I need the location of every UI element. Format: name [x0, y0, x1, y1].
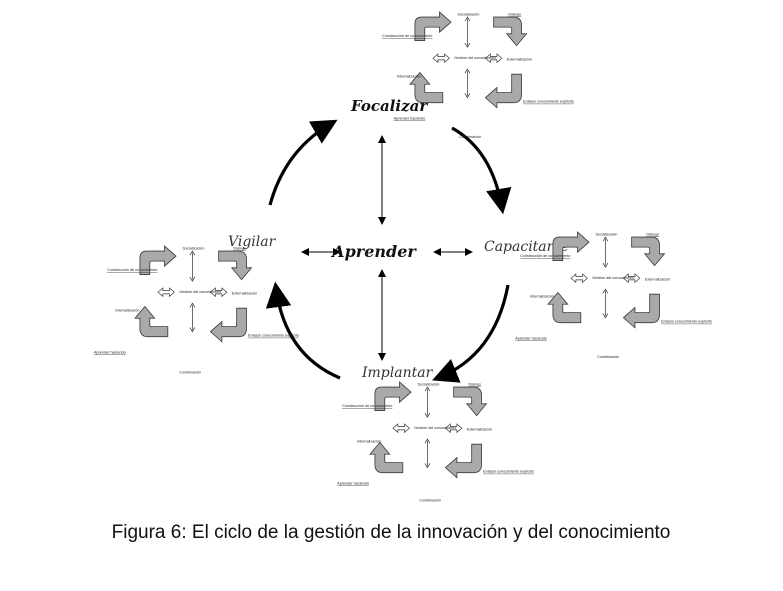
svg-text:Aprender haciendo: Aprender haciendo: [394, 116, 426, 120]
svg-text:Diálogo: Diálogo: [646, 232, 659, 236]
svg-text:Construcción de conocimiento: Construcción de conocimiento: [107, 268, 157, 272]
svg-text:Gestión del conocimiento: Gestión del conocimiento: [179, 290, 221, 294]
mini-cycle-vigilar: Socialización Diálogo Construcción de co…: [94, 245, 299, 375]
svg-text:Internalización: Internalización: [397, 74, 421, 78]
svg-text:Construcción de conocimiento: Construcción de conocimiento: [520, 254, 570, 258]
svg-text:Diálogo: Diálogo: [508, 12, 521, 16]
svg-text:Internalización: Internalización: [530, 294, 554, 298]
svg-text:Combinación: Combinación: [419, 498, 441, 502]
svg-text:Externalización: Externalización: [467, 428, 492, 432]
svg-text:Combinación: Combinación: [597, 355, 619, 359]
svg-text:Diálogo: Diálogo: [233, 246, 246, 250]
stage-label-focalizar: Focalizar: [350, 97, 428, 115]
center-label-aprender: Aprender: [330, 242, 417, 261]
mini-cycle-implantar: Socialización Diálogo Construcción de co…: [337, 381, 534, 502]
svg-text:Socialización: Socialización: [458, 12, 480, 16]
stage-label-capacitarse: Capacitarse: [484, 239, 569, 255]
svg-text:Enlazar conocimiento explícito: Enlazar conocimiento explícito: [661, 320, 712, 324]
mini-cycle-focalizar: Socialización Diálogo Construcción de co…: [382, 11, 574, 139]
svg-text:Gestión del conocimiento: Gestión del conocimiento: [454, 56, 496, 60]
stage-label-implantar: Implantar: [361, 365, 434, 381]
mini-cycle-capacitarse: Socialización Diálogo Construcción de co…: [515, 231, 712, 359]
svg-text:Externalización: Externalización: [645, 278, 670, 282]
svg-text:Diálogo: Diálogo: [468, 382, 481, 386]
svg-text:Construcción de conocimiento: Construcción de conocimiento: [382, 34, 432, 38]
svg-text:Externalización: Externalización: [232, 292, 257, 296]
svg-text:Gestión del conocimiento: Gestión del conocimiento: [414, 426, 456, 430]
cycle-arrow-vigilar-to-focalizar: [268, 119, 338, 206]
svg-text:Combinación: Combinación: [459, 135, 481, 139]
svg-text:Externalización: Externalización: [507, 58, 532, 62]
svg-text:Combinación: Combinación: [179, 371, 201, 375]
cycle-arrow-implantar-to-vigilar: [265, 281, 341, 380]
svg-text:Internalización: Internalización: [357, 439, 381, 443]
cycle-arrow-focalizar-to-capacitarse: [451, 126, 512, 215]
svg-text:Construcción de conocimiento: Construcción de conocimiento: [342, 404, 392, 408]
figure-caption: Figura 6: El ciclo de la gestión de la i…: [112, 522, 671, 543]
svg-text:Aprender haciendo: Aprender haciendo: [515, 336, 547, 340]
svg-text:Aprender haciendo: Aprender haciendo: [94, 350, 126, 354]
svg-text:Enlazar conocimiento explícito: Enlazar conocimiento explícito: [483, 470, 534, 474]
svg-text:Socialización: Socialización: [183, 246, 205, 250]
cycle-arrow-capacitarse-to-implantar: [432, 284, 510, 383]
svg-text:Internalización: Internalización: [115, 308, 139, 312]
svg-text:Gestión del conocimiento: Gestión del conocimiento: [592, 276, 634, 280]
svg-text:Aprender haciendo: Aprender haciendo: [337, 481, 369, 485]
stage-label-vigilar: Vigilar: [228, 234, 277, 250]
svg-text:Socialización: Socialización: [596, 232, 618, 236]
svg-text:Enlazar conocimiento explícito: Enlazar conocimiento explícito: [248, 334, 299, 338]
svg-text:Socialización: Socialización: [418, 382, 440, 386]
svg-text:Enlazar conocimiento explícito: Enlazar conocimiento explícito: [523, 100, 574, 104]
